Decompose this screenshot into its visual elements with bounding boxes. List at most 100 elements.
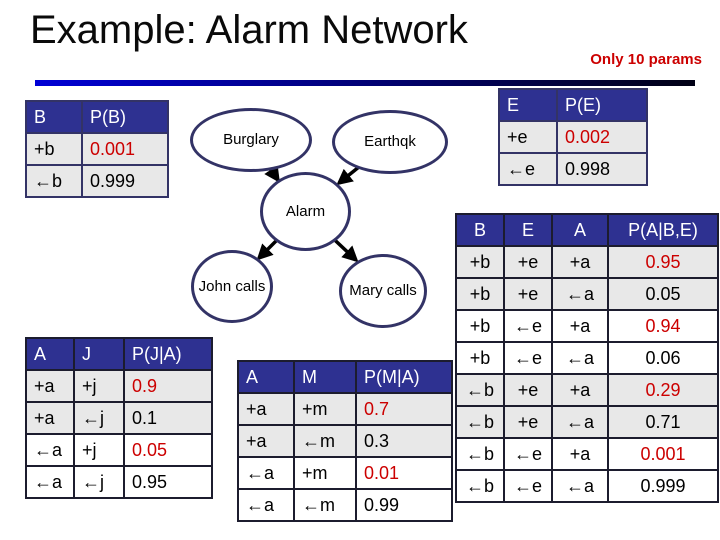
cell: ←e — [503, 469, 553, 503]
cell: +b — [455, 245, 505, 279]
cell: 0.95 — [123, 465, 213, 499]
cell: ←b — [455, 437, 505, 471]
cell: ←a — [551, 469, 609, 503]
header-cell: P(E) — [556, 88, 648, 122]
header-cell: B — [25, 100, 83, 134]
cell: +b — [455, 277, 505, 311]
table-row: +b 0.001 — [25, 132, 169, 166]
cell: ←j — [73, 401, 125, 435]
node-john-calls-label: John calls — [198, 277, 266, 295]
header-cell: J — [73, 337, 125, 371]
cell: +j — [73, 433, 125, 467]
header-cell: A — [237, 360, 295, 394]
cell: +e — [503, 277, 553, 311]
cell: ←j — [73, 465, 125, 499]
header-cell: A — [551, 213, 609, 247]
header-cell: E — [503, 213, 553, 247]
table-header-row: A J P(J|A) — [25, 337, 213, 371]
cell: +e — [503, 405, 553, 439]
cell: +m — [293, 456, 357, 490]
header-cell: P(A|B,E) — [607, 213, 719, 247]
cell: 0.001 — [81, 132, 169, 166]
node-alarm: Alarm — [260, 172, 351, 251]
header-cell: P(J|A) — [123, 337, 213, 371]
cell: ←a — [25, 433, 75, 467]
cell: 0.05 — [123, 433, 213, 467]
cell: ←b — [455, 469, 505, 503]
cell: +a — [237, 424, 295, 458]
cell: ←a — [551, 277, 609, 311]
cell: +a — [237, 392, 295, 426]
cell: 0.29 — [607, 373, 719, 407]
cell: ←a — [237, 488, 295, 522]
table-row: ←b ←e ←a 0.999 — [455, 469, 719, 503]
cell: +b — [25, 132, 83, 166]
cell: ←m — [293, 488, 357, 522]
node-earthquake: Earthqk — [332, 110, 448, 174]
cell: 0.99 — [355, 488, 453, 522]
table-row: ←a ←m 0.99 — [237, 488, 453, 522]
cell: 0.01 — [355, 456, 453, 490]
table-row: +e 0.002 — [498, 120, 648, 154]
cell: 0.7 — [355, 392, 453, 426]
cell: +e — [503, 373, 553, 407]
cell: 0.999 — [607, 469, 719, 503]
table-row: +a +m 0.7 — [237, 392, 453, 426]
cell: +a — [551, 245, 609, 279]
header-cell: M — [293, 360, 357, 394]
table-row: ←b +e ←a 0.71 — [455, 405, 719, 439]
cell: +a — [551, 437, 609, 471]
header-cell: P(M|A) — [355, 360, 453, 394]
cell: 0.999 — [81, 164, 169, 198]
cell: ←b — [455, 405, 505, 439]
table-header-row: E P(E) — [498, 88, 648, 122]
title-divider — [35, 80, 695, 86]
header-cell: A — [25, 337, 75, 371]
cell: ←e — [498, 152, 558, 186]
cell: +e — [503, 245, 553, 279]
cell: 0.95 — [607, 245, 719, 279]
node-john-calls: John calls — [191, 250, 273, 323]
cpt-m-table: A M P(M|A) +a +m 0.7 +a ←m 0.3 ←a +m 0.0… — [237, 360, 453, 522]
table-header-row: B P(B) — [25, 100, 169, 134]
cell: ←a — [551, 405, 609, 439]
cell: +a — [551, 373, 609, 407]
cell: +a — [25, 401, 75, 435]
cell: ←e — [503, 309, 553, 343]
table-row: +a ←m 0.3 — [237, 424, 453, 458]
cell: ←b — [455, 373, 505, 407]
cell: 0.3 — [355, 424, 453, 458]
cell: +j — [73, 369, 125, 403]
table-row: ←a +j 0.05 — [25, 433, 213, 467]
cell: 0.9 — [123, 369, 213, 403]
cell: +a — [551, 309, 609, 343]
cell: +a — [25, 369, 75, 403]
node-alarm-label: Alarm — [285, 202, 326, 220]
table-row: +a ←j 0.1 — [25, 401, 213, 435]
cell: +e — [498, 120, 558, 154]
table-row: ←e 0.998 — [498, 152, 648, 186]
cell: +m — [293, 392, 357, 426]
cell: ←b — [25, 164, 83, 198]
node-mary-calls-label: Mary calls — [349, 282, 417, 299]
table-row: +b +e ←a 0.05 — [455, 277, 719, 311]
table-row: ←b +e +a 0.29 — [455, 373, 719, 407]
table-row: ←a ←j 0.95 — [25, 465, 213, 499]
cell: 0.001 — [607, 437, 719, 471]
table-row: +a +j 0.9 — [25, 369, 213, 403]
cell: +b — [455, 309, 505, 343]
node-earthquake-label: Earthqk — [364, 133, 416, 150]
cell: ←a — [237, 456, 295, 490]
cell: 0.1 — [123, 401, 213, 435]
table-row: ←b ←e +a 0.001 — [455, 437, 719, 471]
cell: ←m — [293, 424, 357, 458]
node-burglary-label: Burglary — [223, 131, 279, 148]
table-row: ←b 0.999 — [25, 164, 169, 198]
table-row: +b ←e ←a 0.06 — [455, 341, 719, 375]
table-row: +b +e +a 0.95 — [455, 245, 719, 279]
header-cell: E — [498, 88, 558, 122]
node-mary-calls: Mary calls — [339, 254, 427, 328]
page-title: Example: Alarm Network — [30, 8, 468, 52]
header-cell: P(B) — [81, 100, 169, 134]
